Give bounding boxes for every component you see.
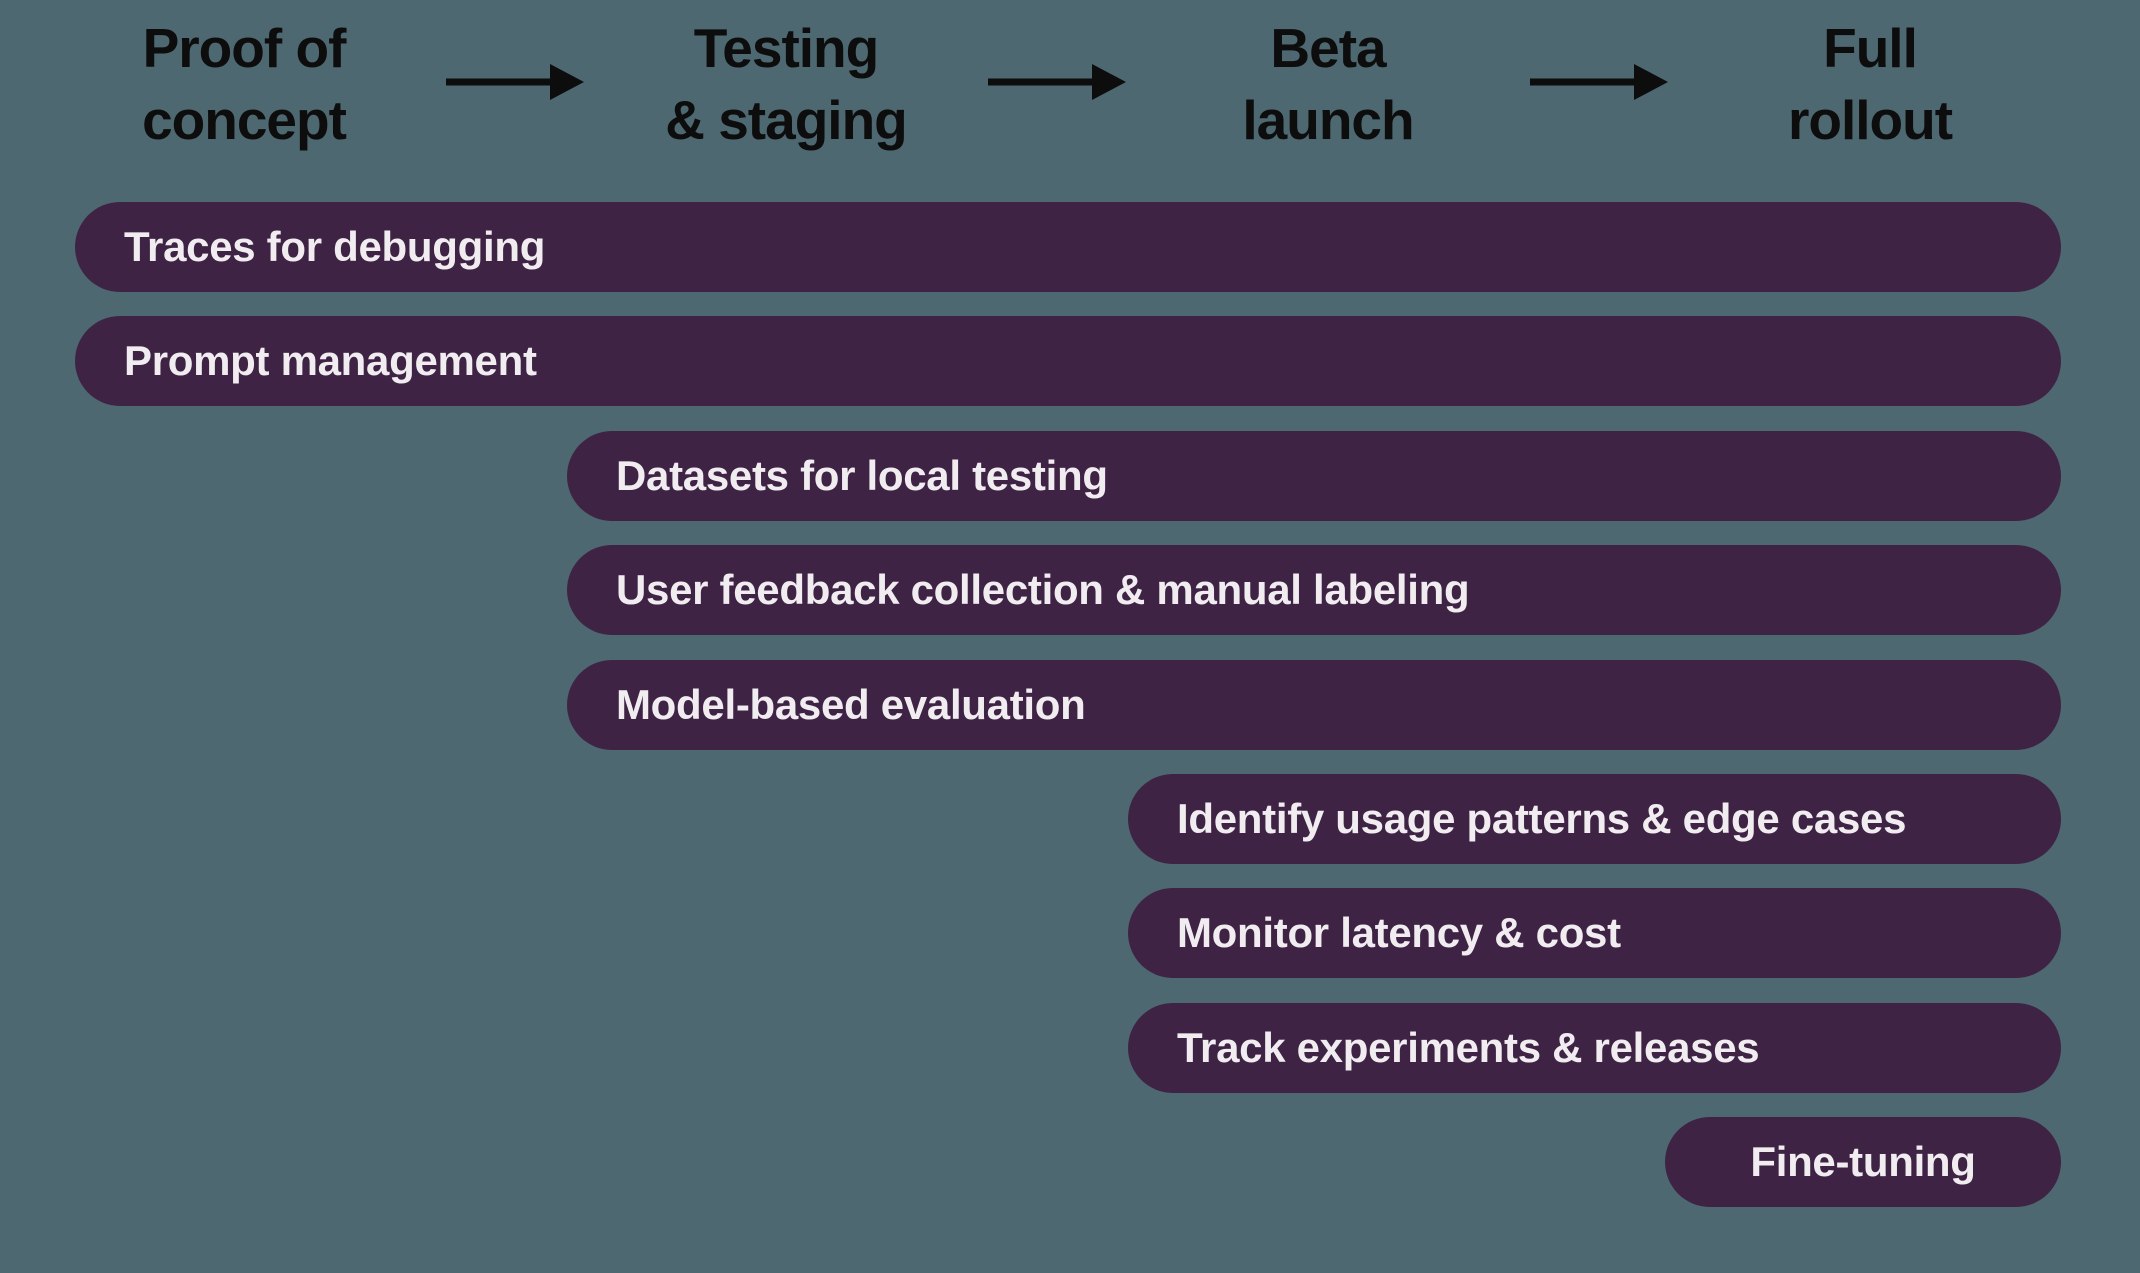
bar-model-based-evaluation: Model-based evaluation [567, 660, 2061, 750]
bar-track-experiments-releases: Track experiments & releases [1128, 1003, 2061, 1093]
bar-user-feedback-collection-manual-labeling: User feedback collection & manual labeli… [567, 545, 2061, 635]
phase-label-proof-of-concept: Proof of concept [142, 17, 347, 151]
bar-fine-tuning: Fine-tuning [1665, 1117, 2061, 1207]
bar-prompt-management: Prompt management [75, 316, 2061, 406]
phase-label-full-rollout: Full rollout [1787, 17, 1953, 151]
bar-monitor-latency-cost: Monitor latency & cost [1128, 888, 2061, 978]
phase-label-beta-launch: Beta launch [1242, 17, 1414, 151]
arrow-right-icon [1530, 64, 1668, 100]
arrow-right-icon [446, 64, 584, 100]
arrow-right-icon [988, 64, 1126, 100]
phase-label-testing-staging: Testing & staging [665, 17, 908, 151]
bar-identify-usage-patterns-edge-cases: Identify usage patterns & edge cases [1128, 774, 2061, 864]
bar-traces-for-debugging: Traces for debugging [75, 202, 2061, 292]
bar-datasets-for-local-testing: Datasets for local testing [567, 431, 2061, 521]
